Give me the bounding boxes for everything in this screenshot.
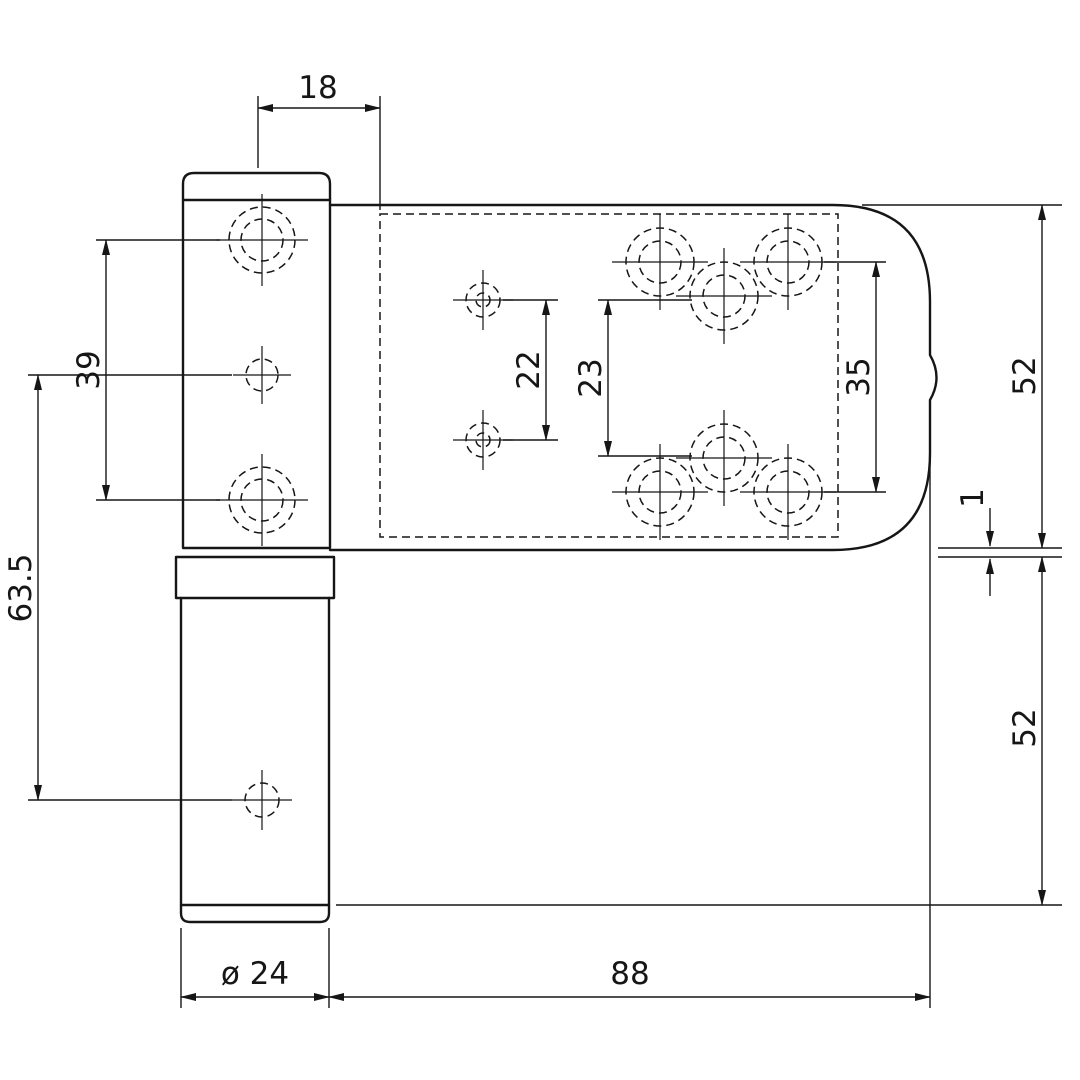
cluster-hole-top-middle (676, 248, 772, 344)
cluster-hole-top-right (740, 214, 836, 310)
dim-plate-mid-spacing-label: 23 (573, 358, 609, 397)
dim-plate-small-spacing: 22 (503, 299, 558, 441)
dim-top-offset-label: 18 (298, 70, 337, 106)
dim-plate-height: 52 (862, 204, 1062, 549)
cluster-hole-bottom-middle (676, 410, 772, 506)
screw-holes (216, 194, 836, 830)
dim-top-offset: 18 (257, 70, 381, 210)
dim-leaf-hole-spacing: 39 (71, 239, 220, 501)
mounting-plate (328, 203, 938, 552)
dim-barrel-diameter-label: ø 24 (221, 956, 289, 992)
upper-cap (181, 171, 332, 202)
barrel-hole (232, 770, 292, 830)
lower-barrel-body (179, 596, 331, 907)
leaf-hole-top (216, 194, 308, 286)
dim-plate-height-label: 52 (1007, 356, 1043, 395)
dimensions: 18 39 63.5 22 23 35 (3, 70, 1062, 1008)
dim-left-overall: 63.5 (3, 374, 232, 801)
dim-barrel-lower-height: 52 (336, 556, 1062, 906)
dim-plate-outer-spacing: 35 (824, 261, 886, 493)
dim-plate-length-label: 88 (610, 956, 649, 992)
cluster-hole-top-left (612, 214, 708, 310)
dim-plate-mid-spacing: 23 (573, 299, 692, 457)
dim-left-overall-label: 63.5 (3, 553, 39, 622)
dim-gap: 1 (955, 488, 994, 596)
lower-cap (179, 903, 331, 924)
cluster-hole-bottom-right (740, 444, 836, 540)
dim-leaf-hole-spacing-label: 39 (71, 350, 107, 389)
dim-plate-small-spacing-label: 22 (511, 350, 547, 389)
cluster-hole-bottom-left (612, 444, 708, 540)
upper-leaf (181, 198, 332, 550)
hinge-outline (174, 171, 938, 924)
leaf-hole-middle (233, 346, 291, 404)
dim-plate-length: 88 (328, 455, 931, 1008)
mounting-footprint-dashed-rect (379, 213, 839, 538)
dim-barrel-diameter: ø 24 (180, 928, 330, 1008)
lower-collar (174, 555, 336, 600)
dim-barrel-lower-height-label: 52 (1007, 708, 1043, 747)
dim-plate-outer-spacing-label: 35 (841, 357, 877, 396)
dim-gap-label: 1 (955, 488, 991, 508)
leaf-hole-bottom (216, 454, 308, 546)
